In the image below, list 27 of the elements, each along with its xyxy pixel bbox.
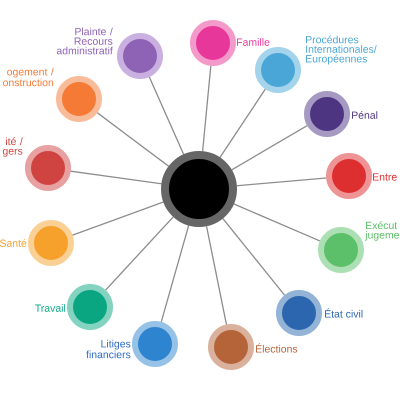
- category-label: ogement / onstruction: [3, 68, 54, 86]
- connector-line: [206, 226, 228, 325]
- category-label: Pénal: [352, 111, 378, 119]
- category-label: Plainte / Recours administratif: [56, 28, 113, 54]
- connector-line: [231, 125, 308, 170]
- connector-line: [236, 177, 326, 186]
- connector-line: [202, 66, 212, 152]
- connector-line: [219, 88, 266, 158]
- connector-line: [72, 201, 164, 236]
- category-label: Entre: [373, 173, 397, 181]
- connector-line: [97, 112, 169, 167]
- hub-circle: [161, 151, 237, 227]
- connector-line: [160, 225, 190, 322]
- category-label: État civil: [325, 308, 362, 318]
- category-label: Litiges financiers: [86, 340, 130, 358]
- connector-line: [148, 76, 184, 155]
- category-label: Exécut jugeme: [364, 221, 400, 241]
- connector-line: [234, 203, 320, 242]
- category-label: Santé: [0, 239, 26, 247]
- category-label: Élections: [256, 343, 298, 353]
- connector-line: [222, 218, 286, 296]
- category-label: Procédures Internationales/ Européennes: [306, 36, 377, 64]
- category-label: ité / gers: [2, 137, 23, 157]
- connector-line: [105, 216, 174, 291]
- connector-line: [70, 170, 162, 184]
- category-label: Travail: [35, 304, 66, 312]
- category-label: Famille: [237, 38, 270, 46]
